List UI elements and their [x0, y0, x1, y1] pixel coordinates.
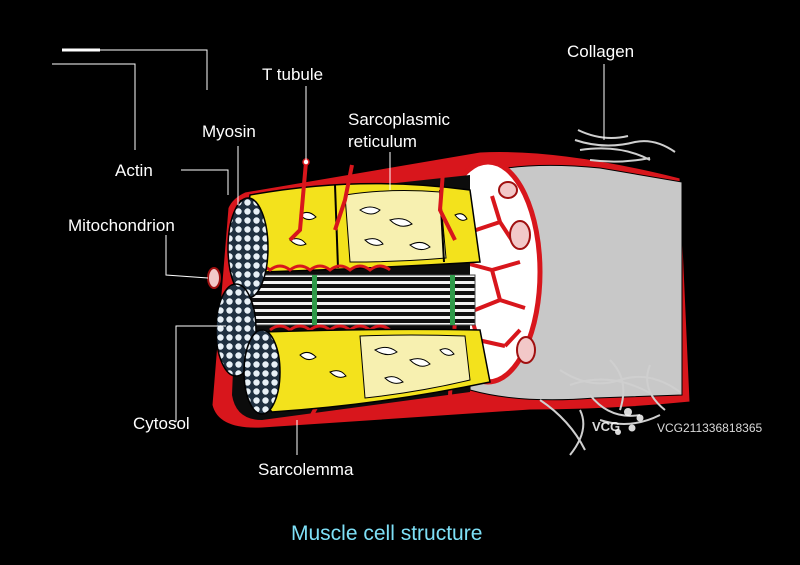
- upper-sr-light-segment: [344, 190, 447, 263]
- cross-section-mito-3: [498, 181, 518, 199]
- z-disc-1: [312, 275, 317, 325]
- leader-lines: [52, 48, 605, 455]
- mitochondrion-label: Mitochondrion: [68, 216, 175, 235]
- lower-myofibril: [257, 328, 491, 413]
- filament-bundle: [244, 274, 476, 326]
- sarcoplasmic-label-line2: reticulum: [348, 132, 417, 151]
- leader-actin: [110, 63, 136, 150]
- myosin-label: Myosin: [202, 122, 256, 141]
- upper-myofibril: [246, 182, 481, 273]
- upper-sr-holes: [289, 206, 468, 251]
- watermark-logo-text: VCG: [592, 419, 621, 434]
- actin-label: Actin: [115, 161, 153, 180]
- cytosol-label: Cytosol: [133, 414, 190, 433]
- leader-mitochondrion: [165, 235, 209, 279]
- diagram-title: Muscle cell structure: [291, 522, 483, 545]
- t-tubule-3: [437, 171, 457, 241]
- mitochondrion-end: [207, 267, 221, 289]
- watermark-dot-3: [628, 424, 636, 432]
- watermark-dot-2: [636, 414, 644, 422]
- z-disc-2: [450, 275, 455, 325]
- leader-myosin: [100, 49, 208, 90]
- lower-sr-holes: [299, 346, 455, 384]
- t-tubule-2: [333, 164, 354, 231]
- cross-section-mito-2: [516, 336, 536, 364]
- sarcoplasmic-label-line1: Sarcoplasmic: [348, 110, 451, 129]
- watermark-logo-mark: [615, 408, 644, 435]
- myofilaments: [244, 264, 476, 332]
- collagen-label: Collagen: [567, 42, 635, 61]
- collagen-bottom: [539, 359, 681, 456]
- cross-section-mito-1: [509, 220, 531, 250]
- watermark-dot-1: [624, 408, 632, 416]
- t-tubule-1: [288, 161, 308, 242]
- collagen-top: [574, 129, 676, 163]
- sarcolemma-label: Sarcolemma: [258, 460, 354, 479]
- leader-cytosol: [175, 325, 226, 422]
- myofibril-end-top: [227, 197, 269, 299]
- myofibril-ends: [207, 197, 281, 415]
- collagen-fibres: [539, 129, 681, 456]
- leader-actin-right: [181, 169, 229, 195]
- t-tubule-label: T tubule: [262, 65, 324, 84]
- watermark-id: VCG211336818365: [657, 421, 763, 435]
- watermark-dot-4: [615, 429, 621, 435]
- mitochondria-row-top: [249, 264, 391, 272]
- myofibril-end-bottom: [243, 329, 281, 415]
